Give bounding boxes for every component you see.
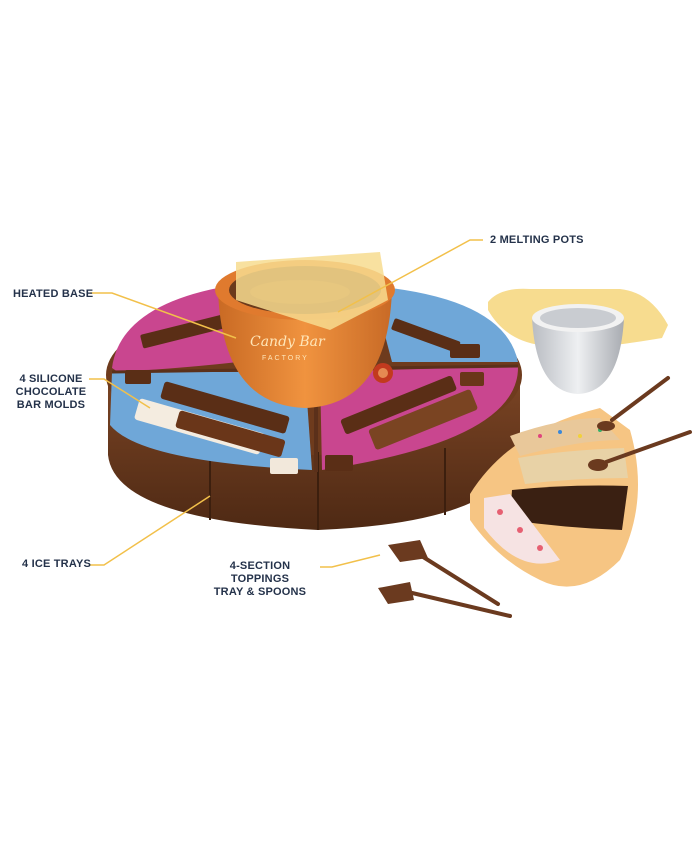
callout-melting-pots: 2 MELTING POTS [490, 234, 584, 246]
chocolate-bar-molds [125, 313, 484, 474]
callout-bar-molds-line-1: 4 SILICONE [19, 373, 83, 385]
topping-spoons [378, 376, 692, 618]
svg-text:FACTORY: FACTORY [262, 355, 309, 362]
callout-bar-molds-line-3: BAR MOLDS [16, 399, 86, 411]
leader-melting-pots [337, 239, 483, 313]
brand-mark: Candy Bar [250, 334, 326, 350]
callout-toppings: 4-SECTION TOPPINGS TRAY & SPOONS [200, 560, 320, 599]
leader-toppings [320, 554, 381, 568]
callout-heated-base: HEATED BASE [13, 288, 94, 300]
callout-bar-molds: 4 SILICONE CHOCOLATE BAR MOLDS [14, 373, 88, 412]
leader-heated-base [90, 292, 237, 339]
callout-bar-molds-line-2: CHOCOLATE [15, 386, 87, 398]
callout-leader-lines [89, 239, 483, 568]
melting-cup [488, 288, 668, 394]
leader-ice-trays [90, 495, 211, 566]
callout-ice-trays: 4 ICE TRAYS [22, 558, 92, 570]
callout-toppings-line-2: TRAY & SPOONS [213, 586, 307, 598]
callout-toppings-line-1: 4-SECTION TOPPINGS [229, 560, 291, 585]
leader-bar-molds [89, 378, 151, 409]
toppings-tray [470, 408, 638, 587]
